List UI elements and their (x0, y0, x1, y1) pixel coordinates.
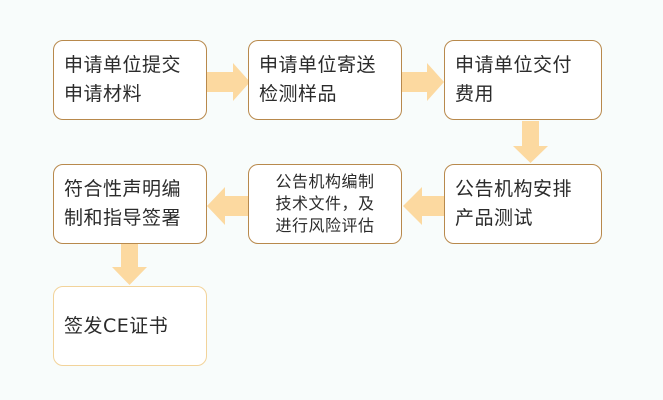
step-label: 签发CE证书 (64, 314, 169, 337)
step-label: 申请单位交付 费用 (455, 54, 573, 105)
step-product-testing: 公告机构安排 产品测试 (444, 164, 602, 244)
step-label: 公告机构安排 产品测试 (455, 178, 573, 229)
step-issue-ce-certificate: 签发CE证书 (53, 286, 207, 366)
step-label: 公告机构编制 技术文件，及 进行风险评估 (275, 172, 375, 235)
arrow-right-icon (401, 63, 444, 101)
step-send-samples: 申请单位寄送 检测样品 (248, 40, 402, 120)
step-pay-fees: 申请单位交付 费用 (444, 40, 602, 120)
step-label: 符合性声明编 制和指导签署 (64, 178, 182, 229)
step-label: 申请单位寄送 检测样品 (259, 54, 377, 105)
step-technical-file-risk-assessment: 公告机构编制 技术文件，及 进行风险评估 (248, 164, 402, 244)
arrow-down-icon (513, 121, 548, 163)
arrow-down-icon (112, 243, 147, 285)
step-declaration-of-conformity: 符合性声明编 制和指导签署 (53, 164, 207, 244)
arrow-left-icon (207, 187, 250, 225)
step-label: 申请单位提交 申请材料 (64, 54, 182, 105)
arrow-left-icon (403, 187, 447, 225)
arrow-right-icon (207, 63, 250, 101)
step-submit-materials: 申请单位提交 申请材料 (53, 40, 207, 120)
